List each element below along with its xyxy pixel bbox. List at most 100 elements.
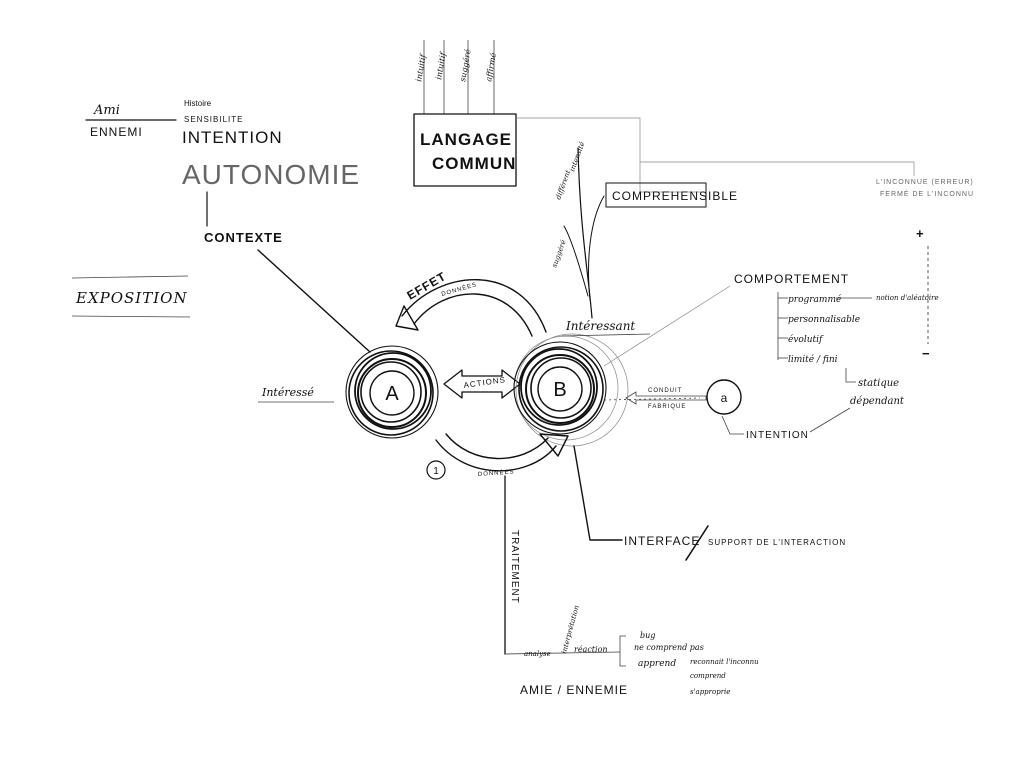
step-one-circle [426, 460, 446, 480]
branch-ne-comprend-pas: ne comprend pas [634, 643, 704, 652]
histoire-label: Histoire [184, 99, 212, 108]
inconnu-note-group: L'INCONNUE (ERREUR) FERMÉ DE L'INCONNU [640, 161, 974, 198]
effet-arrow-inner [413, 293, 533, 337]
reaction-label: réaction [574, 645, 608, 654]
comportement-item-2: personnalisable [788, 315, 860, 325]
effet-arrow-group: EFFET DONNÉES [395, 269, 547, 337]
plant-stem-right [588, 195, 605, 301]
plant-stem-left [563, 225, 589, 297]
langage-word-2: intuitif [434, 50, 448, 81]
comportement-group: COMPORTEMENT programmé notion d'aléatoir… [734, 226, 939, 407]
statique-connector [845, 368, 856, 383]
b-to-small-a-dotted [603, 397, 701, 401]
traitement-group: TRAITEMENT analyse interprétation réacti… [504, 475, 759, 697]
comprehensible-label: COMPREHENSIBLE [612, 189, 738, 203]
exposition-top-rule [71, 275, 189, 279]
interesse-label: Intéressé [261, 386, 314, 399]
comportement-item-4: limité / fini [788, 354, 838, 365]
inconnu-line-1: L'INCONNUE (ERREUR) [876, 179, 974, 186]
actions-label: ACTIONS [463, 375, 506, 390]
langage-to-comprehensible-line [516, 117, 704, 193]
comportement-title: COMPORTEMENT [734, 272, 849, 286]
node-a-ring-1 [345, 345, 439, 439]
intention-label: INTENTION [182, 128, 283, 147]
inconnu-connector [640, 161, 915, 176]
step-one-label: 1 [433, 466, 439, 477]
small-a-group: CONDUIT FABRIQUE a INTENTION [603, 379, 851, 441]
b-to-interface-line [573, 445, 623, 541]
langage-word-1: intuitif [414, 52, 428, 83]
ami-label: Ami [93, 103, 120, 118]
analyse-label: analyse [524, 650, 551, 658]
node-b-halo-2 [515, 333, 629, 447]
conduit-arrow [625, 391, 707, 405]
donnees-label: DONNÉES [478, 468, 515, 478]
apprend-item-3: s'approprie [690, 688, 730, 696]
node-b-ring-2 [518, 346, 604, 432]
plant-stem-main [577, 147, 593, 319]
comprehensible-box [605, 182, 707, 208]
small-a-label: a [721, 391, 728, 405]
small-a-to-intention [721, 415, 744, 435]
contexte-to-a-line [257, 249, 371, 353]
node-b-ring-3 [520, 348, 598, 426]
sensibilite-label: SENSIBILITE [184, 115, 243, 124]
dependant-label: dépendant [850, 396, 905, 407]
programme-note: notion d'aléatoire [876, 294, 939, 302]
comportement-item-3: évolutif [788, 334, 824, 345]
effet-arrow-head [395, 305, 419, 331]
intention-bottom-label: INTENTION [746, 430, 809, 441]
node-a: A [345, 345, 439, 439]
exposition-label: EXPOSITION [75, 289, 188, 307]
comportement-item-1: programmé [788, 294, 842, 305]
ennemi-label: ENNEMI [90, 125, 143, 139]
reaction-brace [619, 635, 626, 667]
inconnu-line-2: FERMÉ DE L'INCONNU [880, 189, 974, 198]
langage-word-3: suggéré [458, 48, 473, 82]
analysis-baseline [504, 651, 621, 655]
node-a-ring-3 [354, 352, 432, 430]
small-a-circle [706, 379, 742, 415]
intention-to-dependant [809, 407, 851, 433]
apprend-item-2: comprend [690, 672, 726, 680]
donnees-arrow-outer [435, 439, 557, 472]
amie-ennemie-label: AMIE / ENNEMIE [520, 683, 628, 697]
langage-word-4: affirmé [484, 52, 498, 83]
b-to-comportement-line [603, 285, 731, 367]
interessant-label: Intéressant [565, 319, 635, 333]
contexte-label: CONTEXTE [204, 230, 283, 245]
interface-slash [685, 525, 709, 561]
node-a-label: A [385, 383, 399, 405]
node-b-ring-5 [530, 357, 592, 419]
support-label: SUPPORT DE L'INTERACTION [708, 538, 846, 547]
donnees-arrow-group: DONNÉES 1 [426, 433, 569, 480]
actions-arrow-group: ACTIONS [443, 369, 521, 399]
exposition-bottom-rule [71, 315, 191, 318]
scale-plus: + [916, 226, 924, 241]
branch-bug: bug [640, 631, 655, 640]
donnees-arrow-inner [445, 433, 549, 460]
exposition-group: EXPOSITION [71, 275, 191, 318]
conduit-line-2: FABRIQUE [648, 404, 686, 410]
langage-commun-group: intuitif intuitif suggéré affirmé LANGAG… [413, 40, 704, 193]
interface-group: INTERFACE SUPPORT DE L'INTERACTION [573, 445, 846, 561]
node-a-ring-2 [348, 350, 434, 436]
conduit-line-1: CONDUIT [648, 388, 682, 394]
effet-arrow-outer [401, 278, 547, 333]
ami-ennemi-group: Ami ENNEMI [85, 103, 177, 139]
node-a-ring-5 [360, 361, 422, 423]
langage-line-2: COMMUN [432, 154, 516, 173]
node-b-ring-4 [525, 354, 595, 424]
apprend-item-1: reconnait l'inconnu [690, 658, 759, 666]
interessant-underline [561, 333, 651, 337]
branch-word-2: intensité [568, 141, 586, 173]
interface-label: INTERFACE [624, 534, 700, 548]
autonomie-label: AUTONOMIE [182, 159, 360, 190]
node-a-ring-4 [357, 358, 427, 428]
donnees-arrow-head [539, 433, 569, 457]
branch-word-3: suggéré [550, 239, 567, 269]
scale-minus: − [922, 346, 930, 361]
branch-apprend: apprend [638, 659, 676, 669]
statique-label: statique [858, 378, 899, 389]
